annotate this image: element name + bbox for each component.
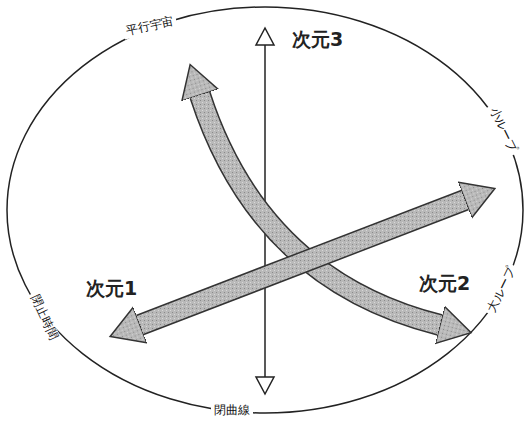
- hollow-arrowhead: [256, 28, 274, 45]
- dimension-label: 次元3: [292, 29, 343, 51]
- rim-label: 閉曲線: [211, 404, 253, 418]
- dimension-label: 次元1: [86, 278, 137, 300]
- straight-arrow-outline: [140, 200, 465, 325]
- straight-wide-arrow: [140, 200, 465, 325]
- universe-ellipse: [7, 7, 523, 413]
- dimension-label: 次元2: [419, 273, 470, 295]
- rim-label: 小ループ: [485, 103, 521, 158]
- hollow-arrowhead: [256, 377, 274, 394]
- rim-label: 平行宇宙: [122, 15, 178, 40]
- rim-label: 閉止時間: [26, 291, 61, 346]
- rim-label: 大ループ: [484, 263, 520, 318]
